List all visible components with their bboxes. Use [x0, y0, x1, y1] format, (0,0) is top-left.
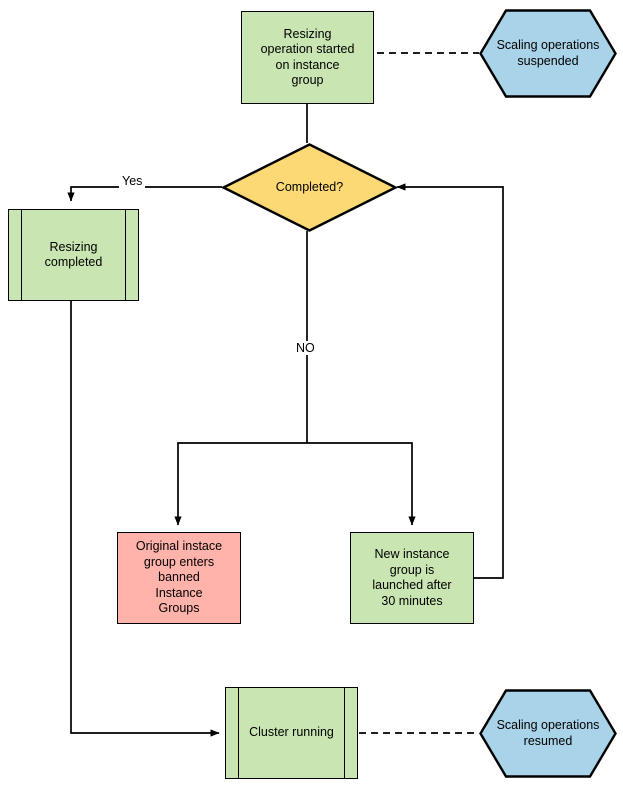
node-original-banned[interactable]: Original instace group enters banned Ins… — [117, 532, 241, 624]
diamond-shape — [222, 143, 397, 232]
predefined-process-bar-left — [21, 210, 22, 300]
edge-resizing-completed-to-cluster — [70, 301, 220, 737]
hexagon-shape — [479, 689, 617, 778]
edge-label-no: NO — [293, 341, 318, 355]
node-original-banned-label: Original instace group enters banned Ins… — [135, 539, 223, 616]
predefined-process-bar-right — [344, 688, 345, 778]
edge-no-to-original-banned — [174, 442, 307, 526]
node-resizing-started-label: Resizing operation started on instance g… — [260, 26, 355, 88]
edge-no-to-new-group — [307, 442, 416, 526]
node-completed-decision[interactable]: Completed? — [222, 143, 397, 232]
node-scaling-resumed-label: Scaling operations resumed — [496, 718, 600, 748]
node-new-group-launched-label: New instance group is launched after 30 … — [372, 547, 452, 608]
hexagon-shape — [479, 9, 617, 98]
edge-label-yes: Yes — [119, 174, 146, 188]
node-completed-decision-label: Completed? — [275, 179, 344, 194]
node-cluster-running[interactable]: Cluster running — [225, 687, 358, 779]
node-scaling-resumed[interactable]: Scaling operations resumed — [479, 689, 617, 778]
node-resizing-completed[interactable]: Resizing completed — [8, 209, 139, 301]
predefined-process-bar-right — [125, 210, 126, 300]
node-resizing-started[interactable]: Resizing operation started on instance g… — [241, 11, 374, 104]
node-cluster-running-label: Cluster running — [249, 725, 334, 740]
edge-decision-yes-to-resizing-completed — [67, 186, 222, 202]
node-scaling-suspended-label: Scaling operations suspended — [496, 38, 600, 68]
node-scaling-suspended[interactable]: Scaling operations suspended — [479, 9, 617, 98]
node-resizing-completed-label: Resizing completed — [44, 239, 103, 270]
edge-new-group-back-to-decision — [396, 183, 504, 579]
predefined-process-bar-left — [238, 688, 239, 778]
node-new-group-launched[interactable]: New instance group is launched after 30 … — [350, 532, 474, 624]
